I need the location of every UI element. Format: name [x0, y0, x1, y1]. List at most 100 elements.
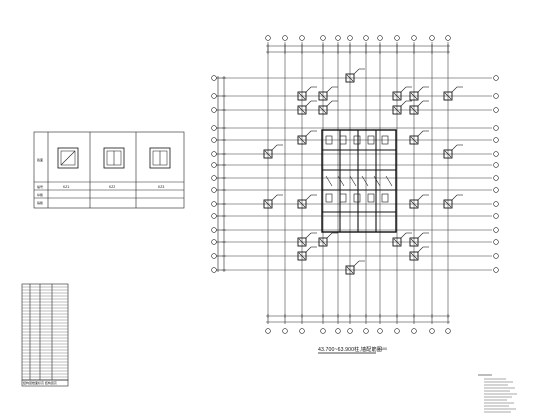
plan-title: 43.700~63.900柱,墙配筋图 — [318, 347, 383, 353]
axis-bubble-top — [347, 35, 353, 41]
column-tag-leader — [305, 130, 312, 137]
axis-bubble-bottom — [363, 328, 369, 334]
column-section — [297, 237, 307, 247]
column-hatch — [298, 238, 306, 246]
columns — [263, 68, 463, 275]
column-section — [345, 73, 355, 83]
section-row-header-0: 截面 — [37, 158, 44, 162]
core-hatch — [373, 175, 381, 187]
axis-bubble-top — [429, 35, 435, 41]
axis-bubble-left — [211, 137, 217, 143]
core-opening — [367, 135, 375, 145]
column-tag-leader — [305, 100, 312, 107]
level-table — [21, 283, 69, 387]
section-sketch — [103, 147, 125, 169]
core-outline — [321, 129, 397, 233]
axis-bubble-right — [493, 125, 499, 131]
section-label-kz2: KZ2 — [109, 185, 116, 189]
column-tag-leader — [271, 144, 278, 151]
column-hatch — [393, 92, 401, 100]
column-section — [392, 91, 402, 101]
column-tag-leader — [417, 246, 424, 253]
axis-bubble-right — [493, 227, 499, 233]
axis-bubble-bottom — [299, 328, 305, 334]
column-section — [297, 135, 307, 145]
level-table-title: 结构层楼面标高 结构层高 — [23, 381, 57, 385]
column-hatch — [264, 200, 272, 208]
column-section — [409, 199, 419, 209]
axis-bubble-right — [493, 93, 499, 99]
axis-bubble-right — [493, 75, 499, 81]
column-tag-leader — [400, 232, 407, 239]
column-section — [297, 199, 307, 209]
column-section — [345, 265, 355, 275]
column-tag-leader — [271, 194, 278, 201]
core-opening — [381, 135, 389, 145]
column-tag-leader — [417, 130, 424, 137]
axis-bubble-left — [211, 107, 217, 113]
column-section — [318, 237, 328, 247]
section-row-header-3: 箍筋 — [37, 201, 44, 205]
column-section — [263, 199, 273, 209]
axis-bubble-top — [299, 35, 305, 41]
axis-bubble-bottom — [282, 328, 288, 334]
core-hatch — [361, 175, 369, 187]
column-section — [409, 105, 419, 115]
core-opening — [381, 193, 389, 203]
axis-bubble-right — [493, 253, 499, 259]
axis-bubble-left — [211, 125, 217, 131]
column-tag-leader — [305, 232, 312, 239]
column-hatch — [393, 106, 401, 114]
axis-bubble-top — [377, 35, 383, 41]
column-section — [443, 149, 453, 159]
axis-bubble-left — [211, 239, 217, 245]
axis-bubble-top — [335, 35, 341, 41]
column-section — [409, 237, 419, 247]
section-label-kz3: KZ3 — [158, 185, 165, 189]
column-section — [263, 149, 273, 159]
axis-bubble-bottom — [265, 328, 271, 334]
axis-bubble-left — [211, 162, 217, 168]
level-table-caption-frame — [21, 379, 69, 387]
axis-bubble-left — [211, 175, 217, 181]
column-section — [409, 91, 419, 101]
column-section — [318, 91, 328, 101]
column-hatch — [298, 92, 306, 100]
column-section — [392, 237, 402, 247]
axis-bubble-right — [493, 187, 499, 193]
axis-bubble-bottom — [377, 328, 383, 334]
axis-bubble-bottom — [394, 328, 400, 334]
axis-bubble-right — [493, 137, 499, 143]
column-hatch — [319, 92, 327, 100]
section-row-header-2: 纵筋 — [37, 193, 44, 197]
axis-bubble-top — [265, 35, 271, 41]
axis-bubble-bottom — [411, 328, 417, 334]
column-tag-leader — [326, 86, 333, 93]
core-opening — [339, 135, 347, 145]
column-section — [443, 199, 453, 209]
column-tag-leader — [305, 86, 312, 93]
column-section — [392, 105, 402, 115]
axis-bubble-bottom — [335, 328, 341, 334]
axis-bubble-left — [211, 213, 217, 219]
axis-bubble-top — [394, 35, 400, 41]
section-sketch-stirrup — [60, 150, 76, 166]
axis-bubble-top — [445, 35, 451, 41]
column-hatch — [346, 266, 354, 274]
dimension-chains — [216, 44, 450, 324]
axis-bubble-left — [211, 151, 217, 157]
core-opening — [339, 193, 347, 203]
column-hatch — [298, 200, 306, 208]
column-section — [297, 251, 307, 261]
column-hatch — [319, 238, 327, 246]
axis-bubble-left — [211, 227, 217, 233]
column-section — [318, 105, 328, 115]
axis-bubble-right — [493, 175, 499, 181]
axis-bubble-top — [411, 35, 417, 41]
core-opening — [367, 193, 375, 203]
column-tag-leader — [305, 194, 312, 201]
column-hatch — [410, 92, 418, 100]
column-hatch — [264, 150, 272, 158]
core-walls — [321, 129, 397, 233]
